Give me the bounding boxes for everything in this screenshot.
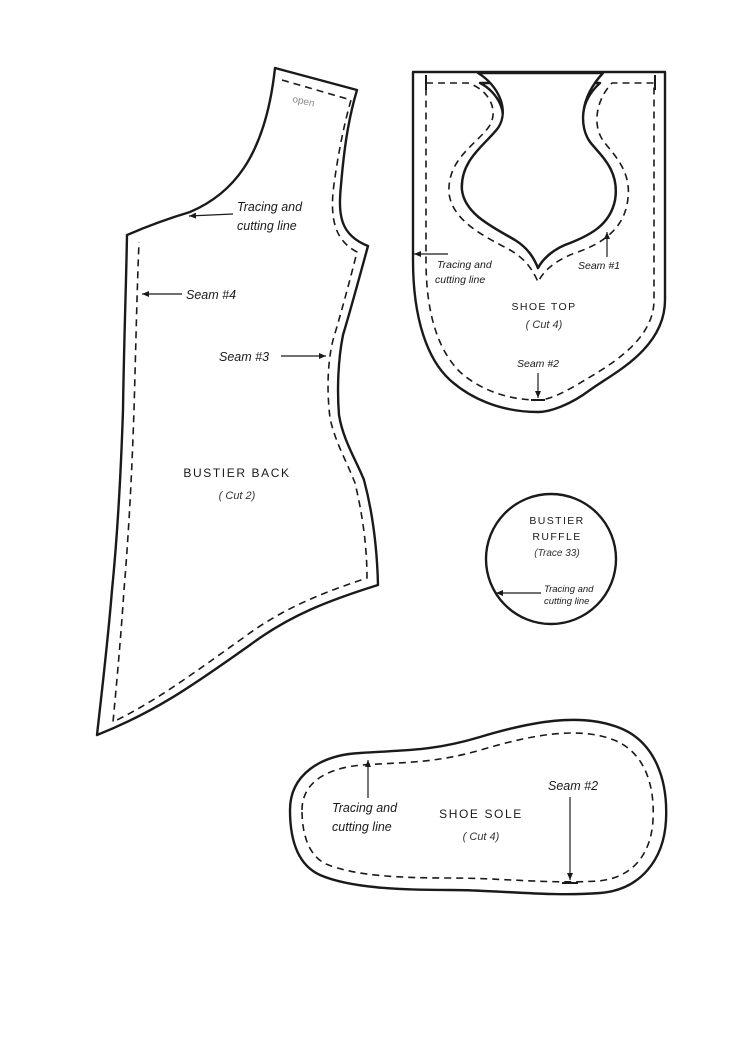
seam3-label: Seam #3 [219,350,269,364]
ruffle-cutting-line [484,492,618,626]
shoe-sole-title: SHOE SOLE [439,807,523,821]
sole-cutting-line [288,718,668,896]
ruffle-tracing-line2: cutting line [544,596,589,607]
shoe-top-tracing-line1: Tracing and [437,259,493,271]
shoe-top-neck-opening [460,71,617,270]
ruffle-tracing-line1: Tracing and [544,584,594,595]
bustier-back-cut: ( Cut 2) [219,490,256,502]
shoe-top-seam-line [425,82,655,401]
ruffle-trace: (Trace 33) [534,548,579,559]
sole-seam-line [301,732,655,883]
seam4-label: Seam #4 [186,288,236,302]
sole-seam2-label: Seam #2 [548,779,598,793]
shoe-sole-cut: ( Cut 4) [463,831,500,843]
sole-tracing-line2: cutting line [332,820,392,834]
shoe-top-piece: Tracing and cutting line Seam #1 SHOE TO… [411,70,667,414]
ruffle-title-line1: BUSTIER [529,515,584,527]
open-label: open [291,94,315,109]
sole-tracing-line1: Tracing and [332,801,398,815]
tracing-label-line2: cutting line [237,219,297,233]
ruffle-title-line2: RUFFLE [532,531,581,543]
seam2-label: Seam #2 [517,358,559,370]
bustier-ruffle-piece: BUSTIER RUFFLE (Trace 33) Tracing and cu… [484,492,618,626]
bustier-back-piece: open Tracing and cutting line Seam #4 Se… [95,66,380,737]
seam1-label: Seam #1 [578,260,620,272]
bustier-back-cutting-line [95,66,380,737]
shoe-sole-piece: Tracing and cutting line SHOE SOLE ( Cut… [288,718,668,896]
bustier-back-seam-line [112,79,368,723]
shoe-top-tracing-line2: cutting line [435,274,485,286]
tracing-label-line1: Tracing and [237,200,303,214]
shoe-top-cut: ( Cut 4) [526,319,563,331]
tracing-arrow [188,212,234,219]
shoe-top-title: SHOE TOP [511,301,576,313]
bustier-back-title: BUSTIER BACK [183,466,290,480]
